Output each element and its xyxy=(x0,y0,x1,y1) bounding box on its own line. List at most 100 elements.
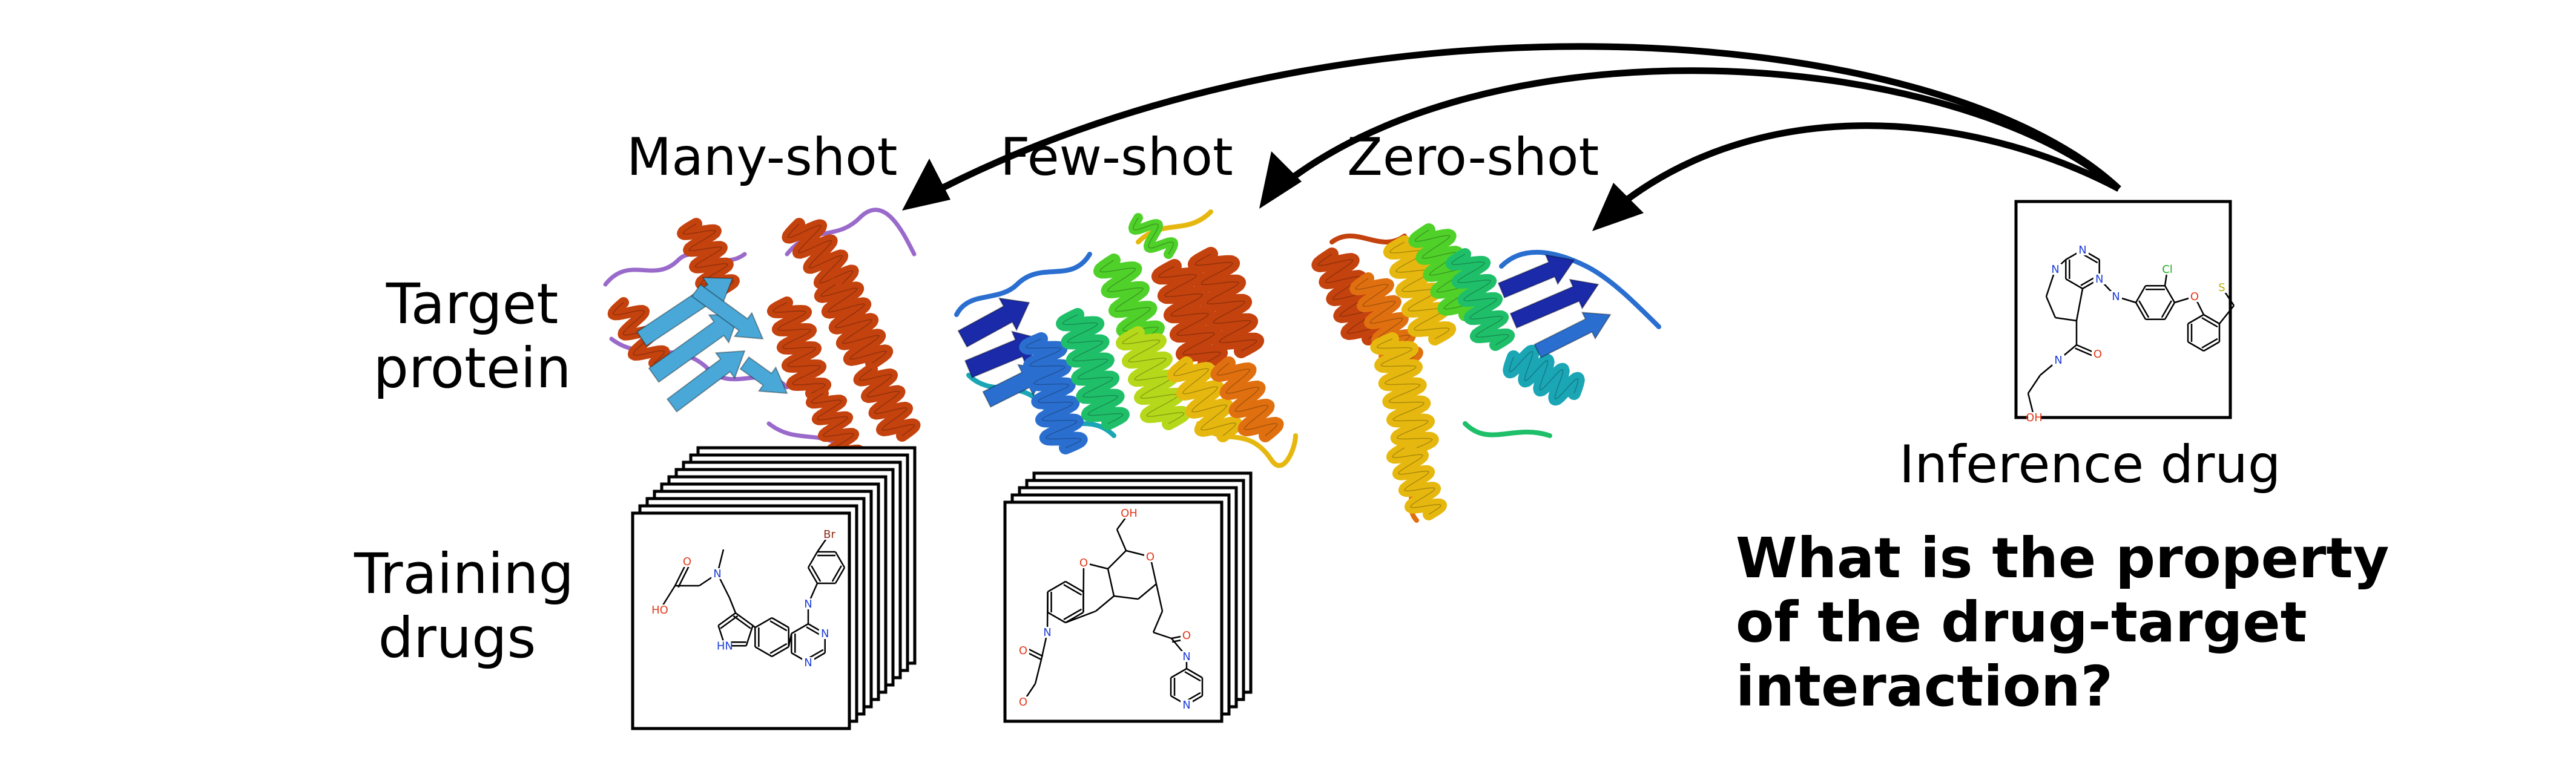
molecule-atom-bg xyxy=(1078,557,1090,568)
molecule-bond xyxy=(807,567,819,584)
arrow-to-many-shot xyxy=(912,43,2121,206)
molecule-atom-label: N xyxy=(1182,699,1190,712)
protein-helix-edge xyxy=(1062,314,1124,424)
protein-structure-many-shot xyxy=(603,208,921,468)
protein-helix xyxy=(677,218,740,296)
molecule-atom-bg xyxy=(802,657,814,668)
molecule-bond xyxy=(745,625,754,646)
molecule-bond xyxy=(1153,631,1172,640)
question-text: What is the property of the drug-target … xyxy=(1736,526,2389,719)
protein-helix xyxy=(1151,259,1228,370)
molecule-bond-double xyxy=(733,615,751,629)
molecule-atom-bg xyxy=(2110,291,2122,302)
molecule-bond xyxy=(1065,580,1084,593)
molecule-bond xyxy=(2065,278,2083,290)
molecule-bond xyxy=(771,646,789,658)
protein-helix xyxy=(1408,223,1486,321)
molecule-bond xyxy=(2075,288,2084,321)
column-title-many-shot: Many-shot xyxy=(627,127,898,188)
molecule-atom-label: N xyxy=(804,598,812,611)
molecule-bond xyxy=(752,624,756,628)
molecule-bond xyxy=(2203,341,2220,352)
protein-helix xyxy=(853,363,921,442)
protein-helix-edge xyxy=(1158,266,1222,364)
protein-sheet xyxy=(691,283,764,340)
molecule-atom-bg xyxy=(2077,244,2089,255)
molecule-bond xyxy=(2135,285,2147,303)
training-drug-card xyxy=(1003,500,1224,723)
protein-sheet xyxy=(666,350,746,413)
molecule-bond xyxy=(1047,580,1066,593)
protein-helix xyxy=(1187,247,1265,358)
protein-helix-edge xyxy=(1216,362,1278,436)
molecule-atom-bg xyxy=(802,598,814,609)
arrows-group xyxy=(902,43,2121,231)
protein-helix xyxy=(1445,248,1515,351)
molecule-atom-label: OH xyxy=(1121,507,1138,520)
protein-sheet xyxy=(1509,278,1599,329)
molecule-atom-label: O xyxy=(1019,696,1027,709)
molecule-bond xyxy=(1155,583,1164,612)
protein-sheet xyxy=(957,297,1030,348)
molecule-atom-label: N xyxy=(2095,273,2103,286)
molecule-bond-double xyxy=(2201,317,2218,328)
molecule-bond xyxy=(834,567,846,584)
protein-helix-edge xyxy=(1317,254,1383,339)
molecule-bond xyxy=(771,617,789,629)
molecule-atom-label: N xyxy=(804,657,812,669)
molecule-atom-bg xyxy=(1181,651,1193,662)
molecule-bond xyxy=(2203,313,2220,325)
molecule-bond xyxy=(807,551,819,568)
molecule-bond xyxy=(1046,591,1049,633)
protein-helix-edge xyxy=(1451,254,1510,346)
molecule-bond-double xyxy=(2161,300,2172,318)
molecule-atom-label: O xyxy=(1019,644,1027,657)
molecule-bond xyxy=(2219,305,2235,324)
protein-helix-edge xyxy=(1376,338,1433,448)
question-line-1: What is the property xyxy=(1736,526,2390,591)
molecule-atom-label: S xyxy=(2218,281,2225,294)
protein-helix-edge xyxy=(1194,254,1258,352)
arrow-to-few-shot xyxy=(1266,67,2121,200)
molecule-atom-bg xyxy=(719,640,731,652)
molecule-atom-bg xyxy=(2189,291,2201,302)
molecule-atom-label: O xyxy=(2093,348,2102,361)
molecule-atom-bg xyxy=(711,568,723,579)
arrowhead-zero-shot xyxy=(1592,183,1644,231)
molecule-bond-double xyxy=(769,620,788,632)
protein-helix xyxy=(766,296,832,399)
molecule-bond xyxy=(1152,611,1164,633)
protein-helix xyxy=(1093,254,1165,346)
row-label-target-protein: Target protein xyxy=(369,272,575,401)
protein-helix-edge xyxy=(1414,229,1480,315)
question-line-2: of the drug-target xyxy=(1736,590,2307,655)
molecule-bond xyxy=(1095,595,1115,612)
molecule-bond xyxy=(2187,313,2204,325)
arrowhead-few-shot xyxy=(1259,151,1302,209)
arrow-to-zero-shot xyxy=(1602,122,2121,221)
molecule-atom-bg xyxy=(823,529,835,540)
protein-helix-edge xyxy=(682,223,734,291)
molecule-bond xyxy=(735,612,754,626)
protein-loop xyxy=(1463,421,1552,438)
molecule-bond xyxy=(2027,375,2041,394)
protein-helix xyxy=(782,218,859,290)
column-title-zero-shot: Zero-shot xyxy=(1347,127,1599,188)
molecule-atom-label: N xyxy=(2112,290,2120,303)
molecule-atom-bg xyxy=(1017,696,1029,707)
protein-helix-edge xyxy=(1025,338,1082,448)
inference-drug-label: Inference drug xyxy=(1899,434,2281,495)
row-label-training-drugs-line2: drugs xyxy=(378,606,536,670)
protein-helix-edge xyxy=(1121,332,1185,424)
protein-sheet xyxy=(739,356,788,395)
molecule-atom-bg xyxy=(681,556,693,567)
protein-sheet xyxy=(1497,254,1575,299)
molecule-bond xyxy=(1116,529,1127,551)
molecule-bond xyxy=(1034,659,1043,684)
molecule-bond xyxy=(2055,316,2077,322)
arrowhead-many-shot xyxy=(902,159,950,211)
